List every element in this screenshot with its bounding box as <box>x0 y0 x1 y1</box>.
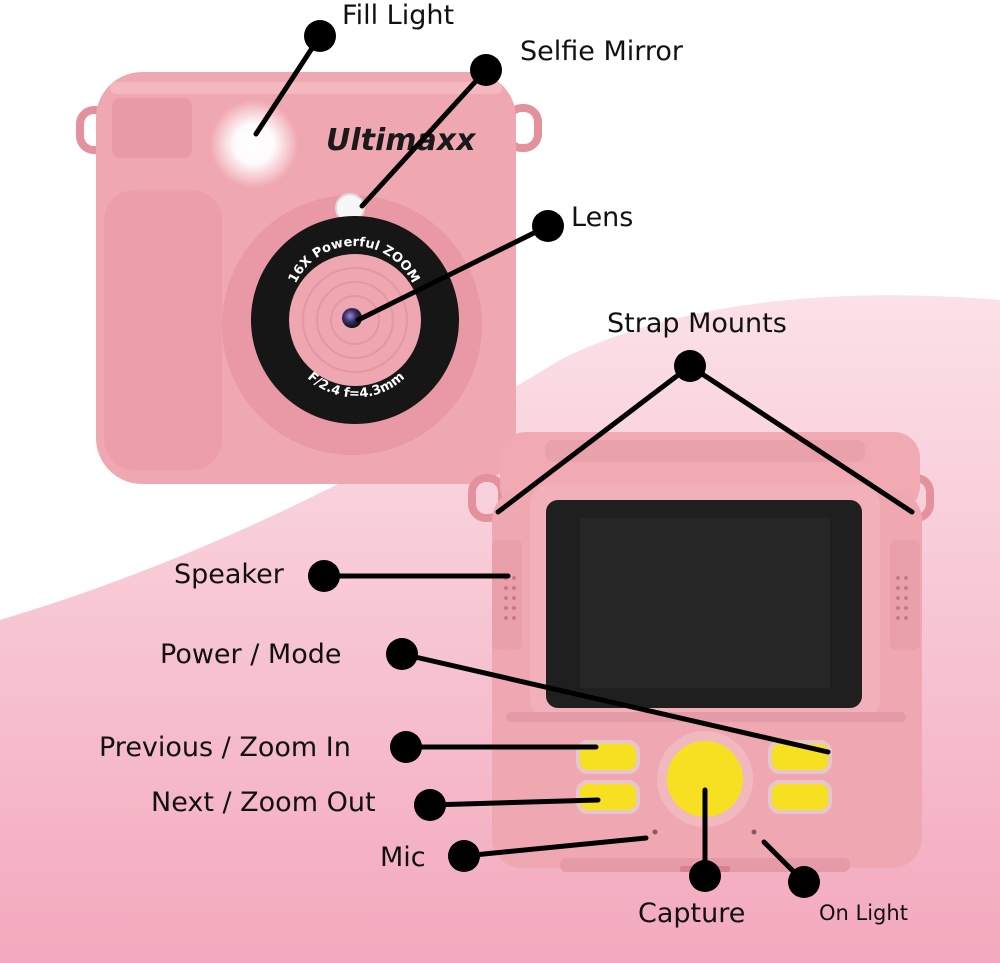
grille-front <box>112 98 192 158</box>
camera-front: Ultimaxx 16X Powerful ZOOM F/2.4 f=4.3mm <box>76 72 542 484</box>
callout-line-strap-left <box>495 363 693 515</box>
marker-on-light <box>788 866 820 898</box>
marker-power-mode <box>386 638 418 670</box>
label-power-mode: Power / Mode <box>160 639 342 670</box>
camera-back <box>468 432 934 872</box>
callout-line-next <box>427 797 601 808</box>
on-light-led <box>751 829 757 835</box>
label-lens: Lens <box>571 202 634 233</box>
callout-line-fill-light <box>253 33 323 137</box>
callout-line-lens <box>355 223 551 323</box>
grip <box>104 190 222 470</box>
capture-button <box>667 741 743 817</box>
next-zoom-out-button <box>576 780 640 814</box>
callout-line-mic <box>461 835 649 859</box>
label-next-zoom-out: Next / Zoom Out <box>151 787 376 818</box>
side-panel-left <box>492 540 522 650</box>
right-lower-button <box>768 780 832 814</box>
marker-capture <box>689 860 721 892</box>
callouts <box>253 33 915 885</box>
label-speaker: Speaker <box>174 559 284 590</box>
label-strap-mounts: Strap Mounts <box>607 308 787 339</box>
label-previous-zoom-in: Previous / Zoom In <box>99 732 351 763</box>
marker-mic <box>448 840 480 872</box>
speaker-grille <box>504 576 908 620</box>
callout-markers <box>304 20 820 898</box>
label-fill-light: Fill Light <box>342 0 455 31</box>
marker-fill-light <box>304 20 336 52</box>
callout-line-strap-right <box>687 363 915 515</box>
marker-prev-zoom-in <box>390 731 422 763</box>
marker-next-zoom-out <box>414 789 446 821</box>
side-panel-right <box>890 540 920 650</box>
label-on-light: On Light <box>819 901 908 925</box>
mic-hole <box>652 829 658 835</box>
marker-speaker <box>308 560 340 592</box>
label-selfie-mirror: Selfie Mirror <box>520 36 684 67</box>
brand-logo: Ultimaxx <box>326 123 477 158</box>
marker-strap-mounts <box>674 350 706 382</box>
callout-line-power <box>399 651 831 755</box>
fill-light-flash <box>210 100 298 188</box>
callout-line-selfie-mirror <box>359 67 489 209</box>
marker-selfie-mirror <box>470 54 502 86</box>
label-mic: Mic <box>380 842 426 873</box>
label-capture: Capture <box>638 898 746 929</box>
marker-lens <box>532 210 564 242</box>
lens-glass <box>342 308 362 328</box>
